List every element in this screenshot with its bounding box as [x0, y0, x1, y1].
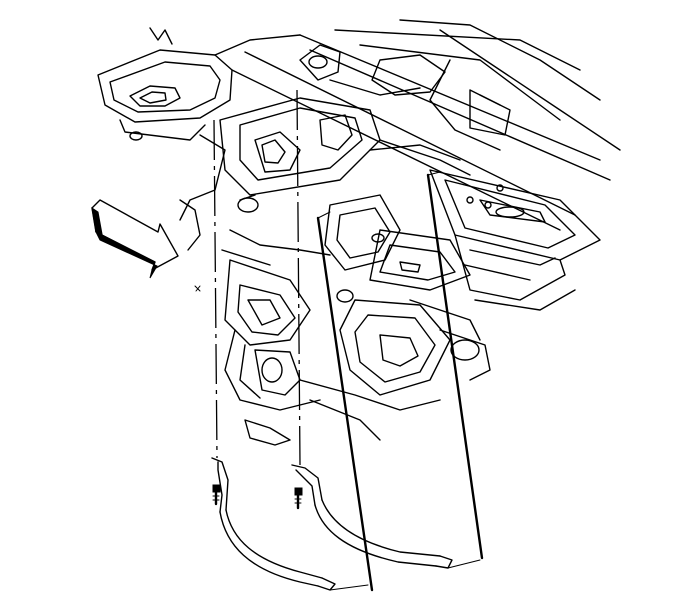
fuel-tank-outline — [316, 171, 484, 592]
fuel-tank-strap-left — [211, 457, 369, 591]
arrow-right-icon — [91, 199, 179, 279]
crossmember — [179, 97, 471, 251]
frame-rails — [231, 19, 621, 231]
transmission-area — [221, 194, 451, 446]
fuel-tank-strap-right — [291, 464, 481, 569]
floor-pan — [369, 169, 601, 381]
bolt-left — [212, 484, 221, 506]
body-mount-bracket — [97, 27, 301, 141]
bolt-right — [294, 487, 303, 510]
bolt-centerlines — [194, 89, 301, 466]
